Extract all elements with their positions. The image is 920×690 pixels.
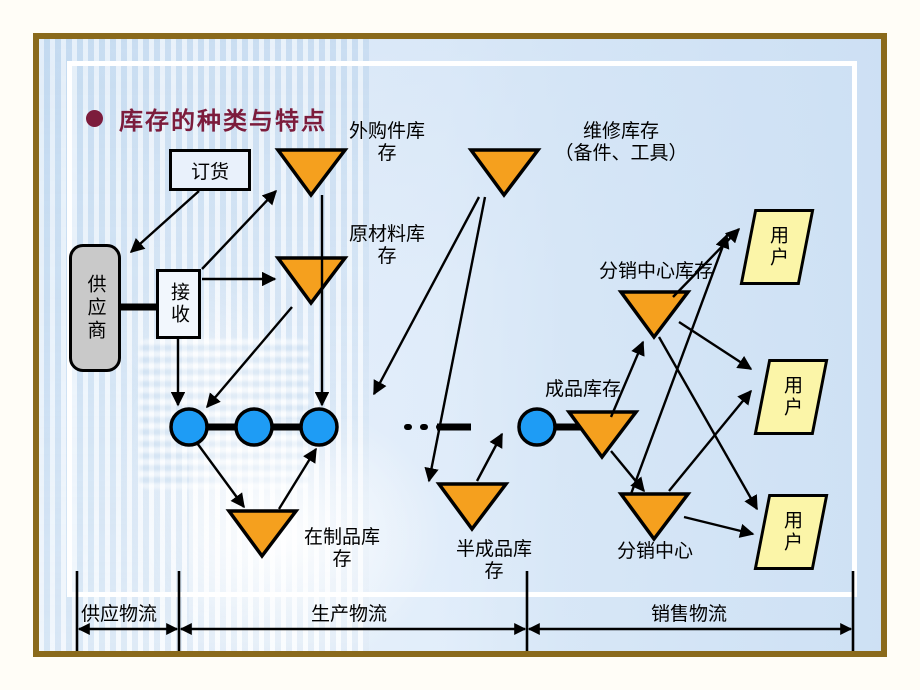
triangle-maintenance: [467, 148, 542, 198]
customer-box-1-label: 用户: [766, 225, 788, 269]
triangle-finished-goods: [565, 410, 640, 460]
label-finished-goods: 成品库存: [544, 379, 621, 400]
receive-box[interactable]: 接收: [156, 269, 201, 339]
page-title-text: 库存的种类与特点: [119, 107, 327, 135]
triangle-dc: [617, 492, 692, 542]
order-box[interactable]: 订货: [169, 149, 251, 191]
background-highlight: [189, 419, 449, 651]
label-wip: 在制品库 存: [303, 527, 380, 570]
customer-box-2-label: 用户: [780, 375, 802, 419]
triangle-dc-inventory: [617, 290, 692, 340]
customer-box-3-label: 用户: [780, 510, 802, 554]
axis-label-production-logistics: 生产物流: [311, 604, 388, 625]
axis-label-supply-logistics: 供应物流: [81, 604, 158, 625]
label-dc-inventory: 分销中心库存: [598, 261, 713, 282]
inventory-triangles: [225, 148, 692, 559]
triangle-wip: [225, 509, 300, 559]
slide-background: [39, 39, 881, 651]
logistics-axis: [75, 571, 855, 651]
slide-frame: 库存的种类与特点: [33, 33, 887, 657]
label-dc: 分销中心: [616, 541, 693, 562]
flow-arrows: [129, 189, 759, 538]
diagram-canvas: [75, 148, 855, 651]
page-title: 库存的种类与特点: [86, 101, 327, 136]
label-raw-material: 原材料库 存: [348, 224, 425, 267]
triangle-semi-finished: [435, 482, 510, 532]
supplier-box-label: 供应商: [84, 273, 106, 343]
label-purchased-parts: 外购件库 存: [348, 121, 425, 164]
supplier-box[interactable]: 供应商: [69, 244, 121, 372]
triangle-purchased-parts: [274, 148, 349, 198]
label-maintenance: 维修库存 （备件、工具）: [554, 121, 688, 164]
order-box-label: 订货: [190, 161, 229, 183]
bullet-icon: [86, 110, 103, 127]
axis-label-sales-logistics: 销售物流: [651, 604, 728, 625]
process-nodes: [169, 407, 557, 447]
receive-box-label: 接收: [168, 282, 189, 326]
triangle-raw-material: [274, 256, 349, 306]
label-semi-finished: 半成品库 存: [455, 539, 532, 582]
